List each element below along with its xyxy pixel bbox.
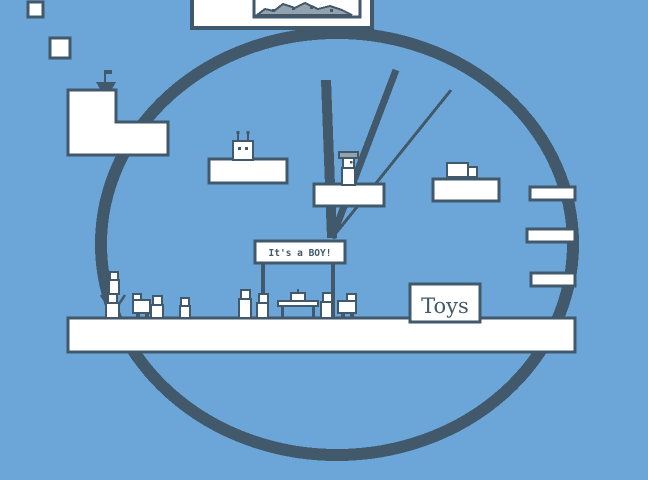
rubble-speck [310,6,313,9]
antenna-tip [246,131,250,134]
robot-platform [207,131,289,185]
child-head [179,296,191,308]
truck-cargo [445,161,470,179]
villager-head [106,292,119,305]
villager-head [239,288,252,301]
platform [312,182,386,208]
table-leg [281,306,284,318]
debris-square-large [48,36,72,60]
figure-eye [350,161,353,164]
banner-board [253,239,347,265]
stairs-platform [66,70,170,157]
robot-eye [245,147,248,150]
pram-wheel [341,314,345,318]
rubble-speck [330,9,333,12]
platform [431,177,501,203]
clock-ring [95,27,579,461]
villager [237,288,253,320]
robot-character [231,131,255,162]
villager-head [257,292,270,305]
capped-figure [338,151,359,187]
banner-pole [331,261,335,318]
rubble-pile [254,1,353,16]
pram-box [336,299,358,315]
left-crowd [100,270,192,320]
boat-mast [104,70,106,83]
ground-platform [66,316,577,354]
stroller [131,292,152,318]
party-banner: It's a BOY! [253,239,347,318]
debris-square-small [26,0,45,19]
villager [255,292,270,320]
villager-body [149,303,165,320]
villager [149,294,165,320]
baby-pram [336,292,358,318]
figure-body [340,166,357,187]
boat-flag [106,70,112,74]
second-hand [330,89,453,239]
stairs-shape [66,88,170,157]
small-child [178,296,192,320]
banner-label: It's a BOY! [269,248,332,259]
party-table [276,289,320,318]
rubble-speck [272,9,275,12]
center-platform [312,151,386,208]
truck [445,161,479,180]
ledge-middle [525,227,577,244]
top-structure [190,0,374,30]
boat-hull [96,82,116,89]
villager-body [237,297,253,320]
cake [289,291,307,303]
child-head [108,270,120,282]
cake-candle [297,289,299,293]
ledge-bottom [529,271,577,288]
stroller-wheel [136,314,140,318]
stroller-wheel [145,314,149,318]
pram-hood [345,292,358,301]
child-body [107,278,121,296]
stroller-box [131,298,152,315]
toy-store[interactable]: Toys [408,282,482,324]
villager-body [255,301,270,320]
banner-pole [261,261,265,318]
villager-head [151,294,164,307]
child-body [178,304,192,320]
party-group [237,288,358,320]
table-leg [312,306,315,318]
antenna-tip [236,131,240,134]
villager-body [319,300,334,320]
villager [319,291,334,320]
pram-wheel [350,314,354,318]
store-front [408,282,482,324]
robot-body [231,139,255,162]
stroller-hood [131,292,143,300]
rubble-speck [292,7,295,10]
villager-head [321,291,334,304]
truck-wheel [468,176,472,180]
villager-body [104,301,121,320]
store-sign-label: Toys [421,294,469,318]
villager-holding-child [100,270,126,320]
hour-hand [321,79,337,239]
platform [207,157,289,185]
minute-hand [328,68,400,240]
robot-eye [238,147,241,150]
truck-platform [431,161,501,203]
figure-cap [338,151,359,159]
ledge-top [528,185,577,202]
clock-hands [321,68,453,240]
truck-wheel [451,176,455,180]
truck-cab [466,165,479,179]
